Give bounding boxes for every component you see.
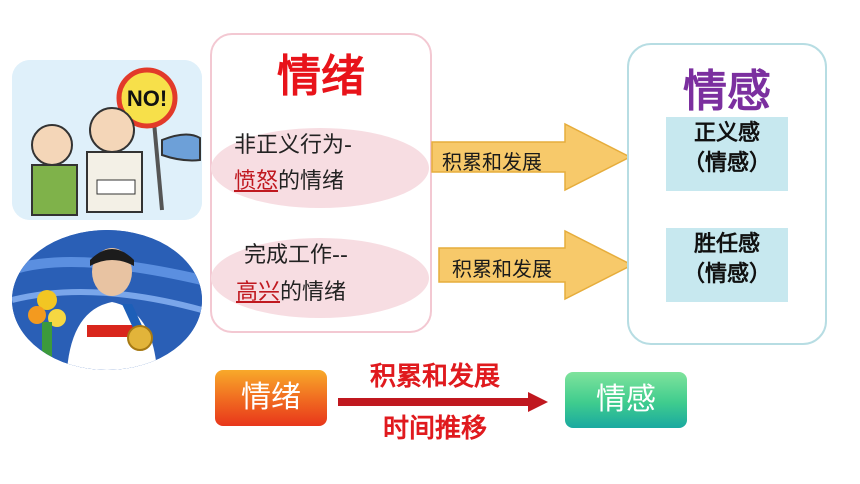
feeling-title: 情感 <box>683 66 771 117</box>
arrow-label-1: 积累和发展 <box>442 150 542 174</box>
emotion-item-2-suffix: 的情绪 <box>280 280 347 305</box>
emotion-highlight-anger: 愤怒 <box>234 169 279 194</box>
bottom-arrow-shape <box>338 392 548 412</box>
arrow-label-2: 积累和发展 <box>452 257 552 281</box>
emotion-item-ellipse <box>211 238 429 318</box>
emotion-item-1-line2: 愤怒的情绪 <box>234 166 344 198</box>
emotion-item-1-line1: 非正义行为- <box>234 133 352 158</box>
feeling-tag-justice: 正义感 （情感） <box>666 117 788 191</box>
feeling-tag-justice-line2: （情感） <box>682 151 771 176</box>
bottom-emotion-pill: 情绪 <box>215 370 327 426</box>
bottom-arrow-top-label: 积累和发展 <box>369 362 500 392</box>
arrow-shape-1 <box>431 122 632 192</box>
feeling-tag-competence-line1: 胜任感 <box>693 232 760 257</box>
athlete-photo <box>12 230 202 370</box>
emotion-item-ellipse <box>211 128 429 208</box>
cartoon-illustration: NO! <box>12 60 202 220</box>
emotion-title: 情绪 <box>277 51 365 102</box>
emotion-item-2-line1: 完成工作-- <box>244 243 348 268</box>
emotion-item-1-suffix: 的情绪 <box>278 169 345 194</box>
feeling-tag-justice-line1: 正义感 <box>693 121 760 146</box>
bottom-feeling-pill: 情感 <box>565 372 687 428</box>
feeling-tag-competence-line2: （情感） <box>682 262 771 287</box>
emotion-item-2-line2: 高兴的情绪 <box>236 277 346 309</box>
feeling-tag-competence: 胜任感 （情感） <box>666 228 788 302</box>
arrow-shape-2 <box>438 229 634 301</box>
svg-text:NO!: NO! <box>127 86 167 111</box>
bottom-arrow-bottom-label: 时间推移 <box>382 414 487 444</box>
emotion-highlight-joy: 高兴 <box>236 280 281 305</box>
